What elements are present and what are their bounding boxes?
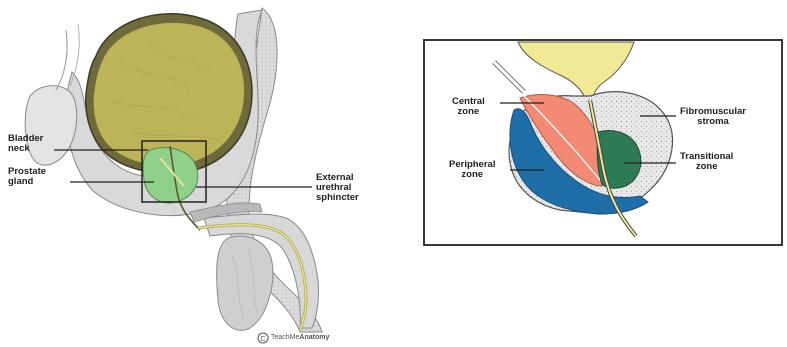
- label-fibromuscular-stroma-line2: stroma: [680, 117, 746, 127]
- label-prostate-gland: Prostate gland: [8, 167, 46, 187]
- label-bladder-neck: Bladder neck: [8, 134, 43, 154]
- watermark-brand-plain: TeachMe: [271, 334, 299, 341]
- label-external-urethral-sphincter: External urethral sphincter: [316, 173, 359, 203]
- label-sphincter-line3: sphincter: [316, 193, 359, 203]
- label-fibromuscular-stroma: Fibromuscular stroma: [680, 107, 746, 127]
- label-peripheral-zone: Peripheral zone: [449, 160, 495, 180]
- label-prostate-gland-line2: gland: [8, 177, 46, 187]
- bladder: [94, 23, 245, 165]
- label-transitional-zone-line2: zone: [680, 162, 733, 172]
- anterior-abdominal-wall: [56, 30, 67, 90]
- prostate-gland: [143, 148, 198, 203]
- pelvis-sagittal-illustration: C: [25, 8, 322, 343]
- label-transitional-zone: Transitional zone: [680, 152, 733, 172]
- prostate-zones-panel: [424, 40, 782, 245]
- testis: [217, 236, 273, 330]
- label-bladder-neck-line2: neck: [8, 144, 43, 154]
- label-central-zone: Central zone: [452, 97, 485, 117]
- svg-text:C: C: [260, 336, 265, 343]
- label-central-zone-line2: zone: [452, 107, 485, 117]
- watermark-teachmeanatomy: TeachMeAnatomy: [271, 334, 329, 341]
- label-peripheral-zone-line2: zone: [449, 170, 495, 180]
- watermark-brand-bold: Anatomy: [299, 334, 329, 341]
